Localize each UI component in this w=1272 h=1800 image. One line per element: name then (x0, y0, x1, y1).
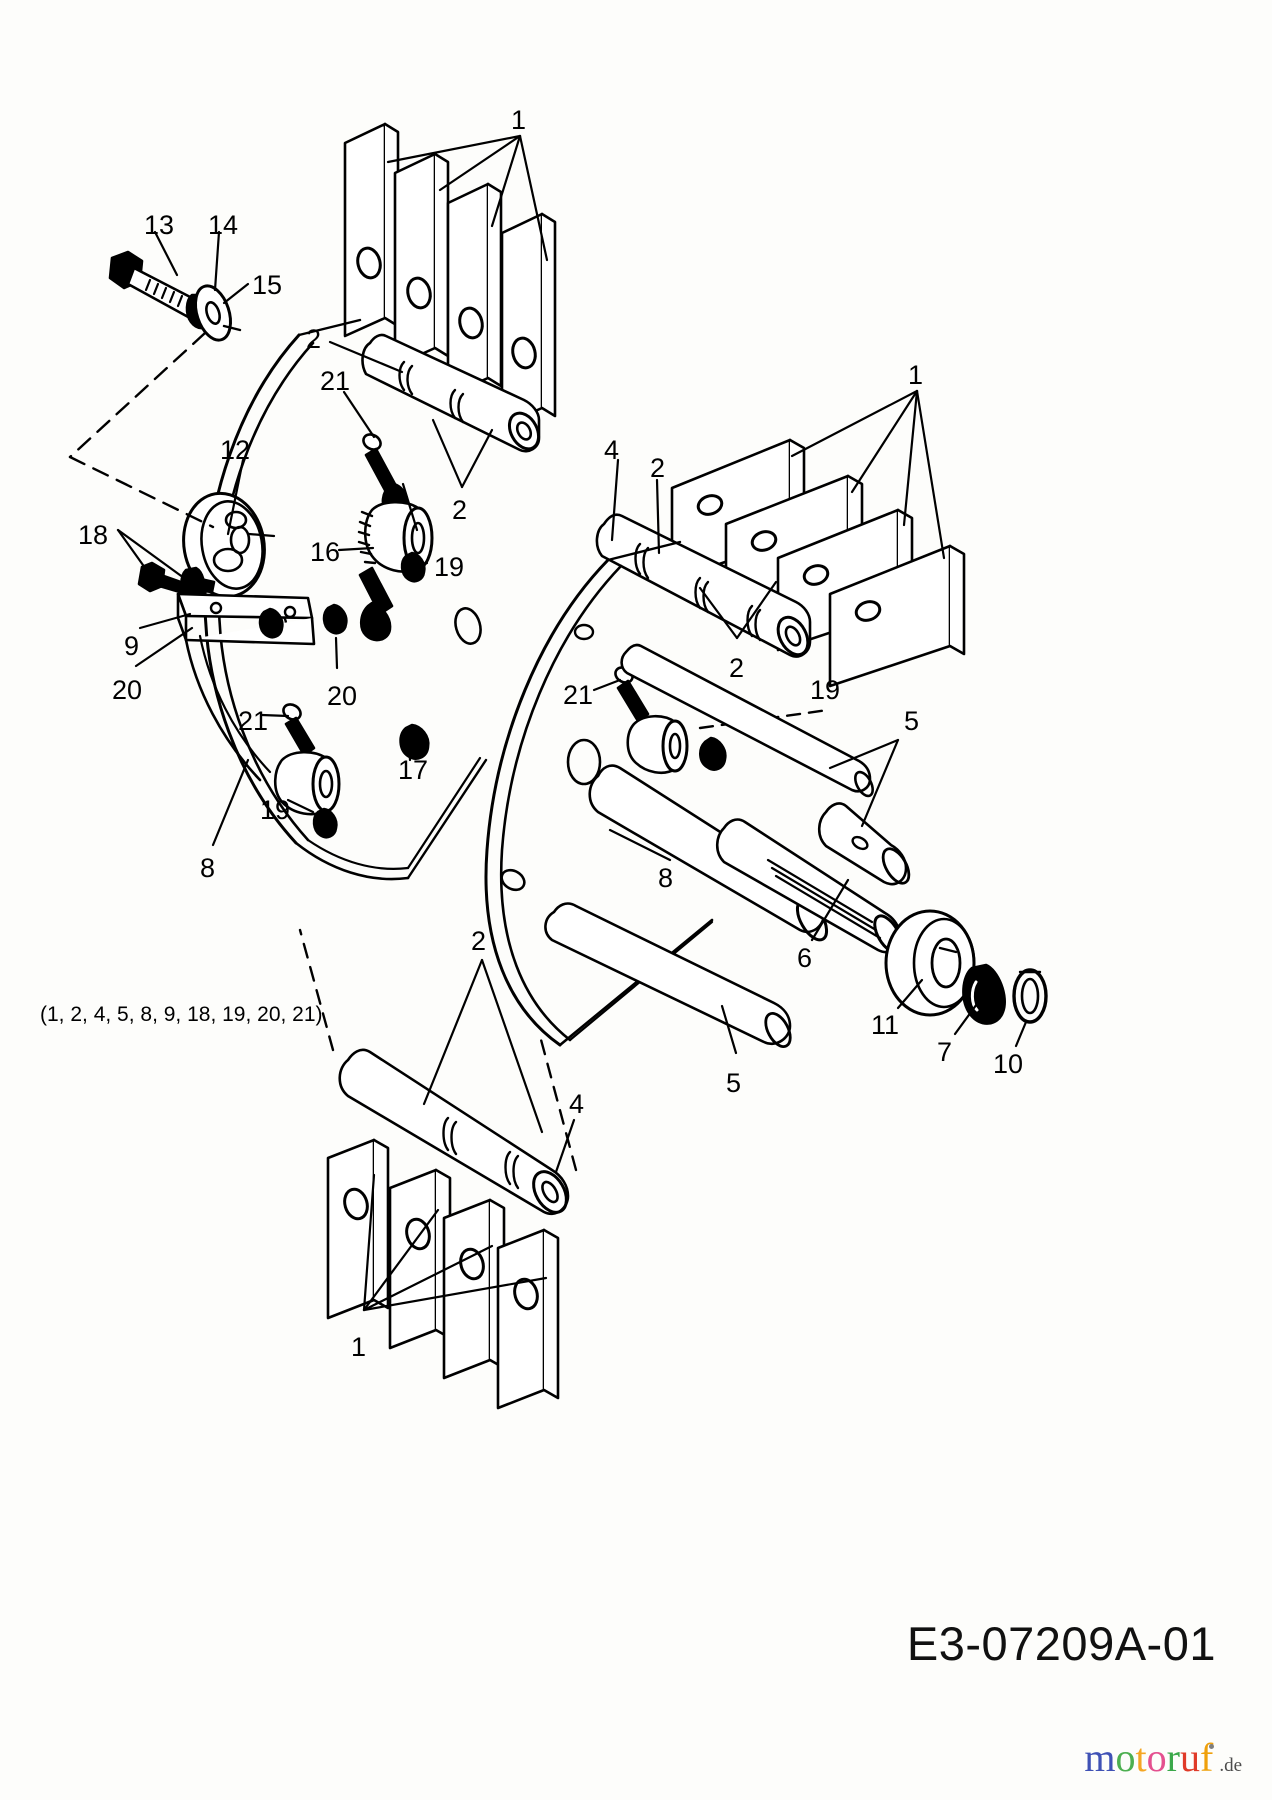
callout-7: 7 (937, 1037, 953, 1067)
callout-4: 4 (569, 1089, 585, 1119)
tine-blade-group-right (670, 389, 966, 688)
callout-19: 19 (810, 675, 841, 705)
watermark-letter: o (1146, 1735, 1167, 1780)
callout-16: 16 (310, 537, 341, 567)
callout-20: 20 (112, 675, 143, 705)
tine-blade-group-bottom (326, 1138, 560, 1410)
bracket-9 (134, 592, 348, 782)
link-rod-assembly-center-right (592, 666, 830, 775)
callout-21: 21 (563, 680, 594, 710)
watermark-wordmark: motoruf (1084, 1735, 1213, 1780)
callout-13: 13 (144, 210, 175, 240)
callout-15: 15 (252, 270, 283, 300)
callout-8: 8 (200, 853, 216, 883)
sleeve-and-shaft (588, 738, 911, 954)
bottom-tine-shaft (298, 928, 578, 1216)
watermark-letter: u (1179, 1735, 1200, 1780)
callout-2: 2 (650, 453, 666, 483)
callout-14: 14 (208, 210, 239, 240)
drive-rod-5-upper (620, 643, 900, 798)
callout-2: 2 (471, 926, 487, 956)
watermark-letter: t (1135, 1735, 1147, 1780)
motoruf-watermark-logo[interactable]: motoruf.de (1084, 1738, 1242, 1778)
callout-2: 2 (306, 324, 322, 354)
watermark-letter: r (1166, 1735, 1180, 1780)
callout-1: 1 (351, 1332, 367, 1362)
callout-11: 11 (871, 1010, 900, 1040)
drive-rod-5-lower (544, 902, 792, 1055)
callout-1: 1 (511, 105, 527, 135)
watermark-letter: o (1115, 1735, 1136, 1780)
bolt-washer-assembly (108, 230, 250, 342)
watermark-letter: m (1084, 1735, 1116, 1780)
watermark-tld: .de (1219, 1755, 1242, 1776)
included-parts-note: (1, 2, 4, 5, 8, 9, 18, 19, 20, 21) (40, 1003, 323, 1026)
watermark-letter: f (1199, 1735, 1214, 1780)
callout-9: 9 (124, 631, 140, 661)
callout-4: 4 (604, 435, 620, 465)
callout-6: 6 (797, 943, 813, 973)
callout-21: 21 (238, 706, 269, 736)
callout-2: 2 (729, 653, 745, 683)
flange-bearing-12 (68, 331, 276, 601)
callout-12: 12 (220, 435, 251, 465)
watermark-dot-accent (1209, 1744, 1215, 1749)
callout-17: 17 (398, 755, 429, 785)
top-tine-shaft (328, 333, 541, 489)
tine-blade-group-top (343, 122, 557, 428)
callout-2: 2 (452, 495, 468, 525)
callout-8: 8 (658, 863, 674, 893)
pulley-hub-and-retainers (884, 909, 1048, 1048)
callout-21: 21 (320, 366, 351, 396)
callout-19: 19 (434, 552, 465, 582)
callout-5: 5 (726, 1068, 742, 1098)
callout-20: 20 (327, 681, 358, 711)
callout-19: 19 (260, 795, 291, 825)
callout-1: 1 (908, 360, 924, 390)
link-rod-assembly-lower-left (260, 703, 430, 839)
drawing-number: E3-07209A-01 (906, 1617, 1216, 1670)
link-rod-assembly-upper (337, 390, 434, 642)
callout-10: 10 (993, 1049, 1024, 1079)
callout-18: 18 (78, 520, 109, 550)
callout-5: 5 (904, 706, 920, 736)
